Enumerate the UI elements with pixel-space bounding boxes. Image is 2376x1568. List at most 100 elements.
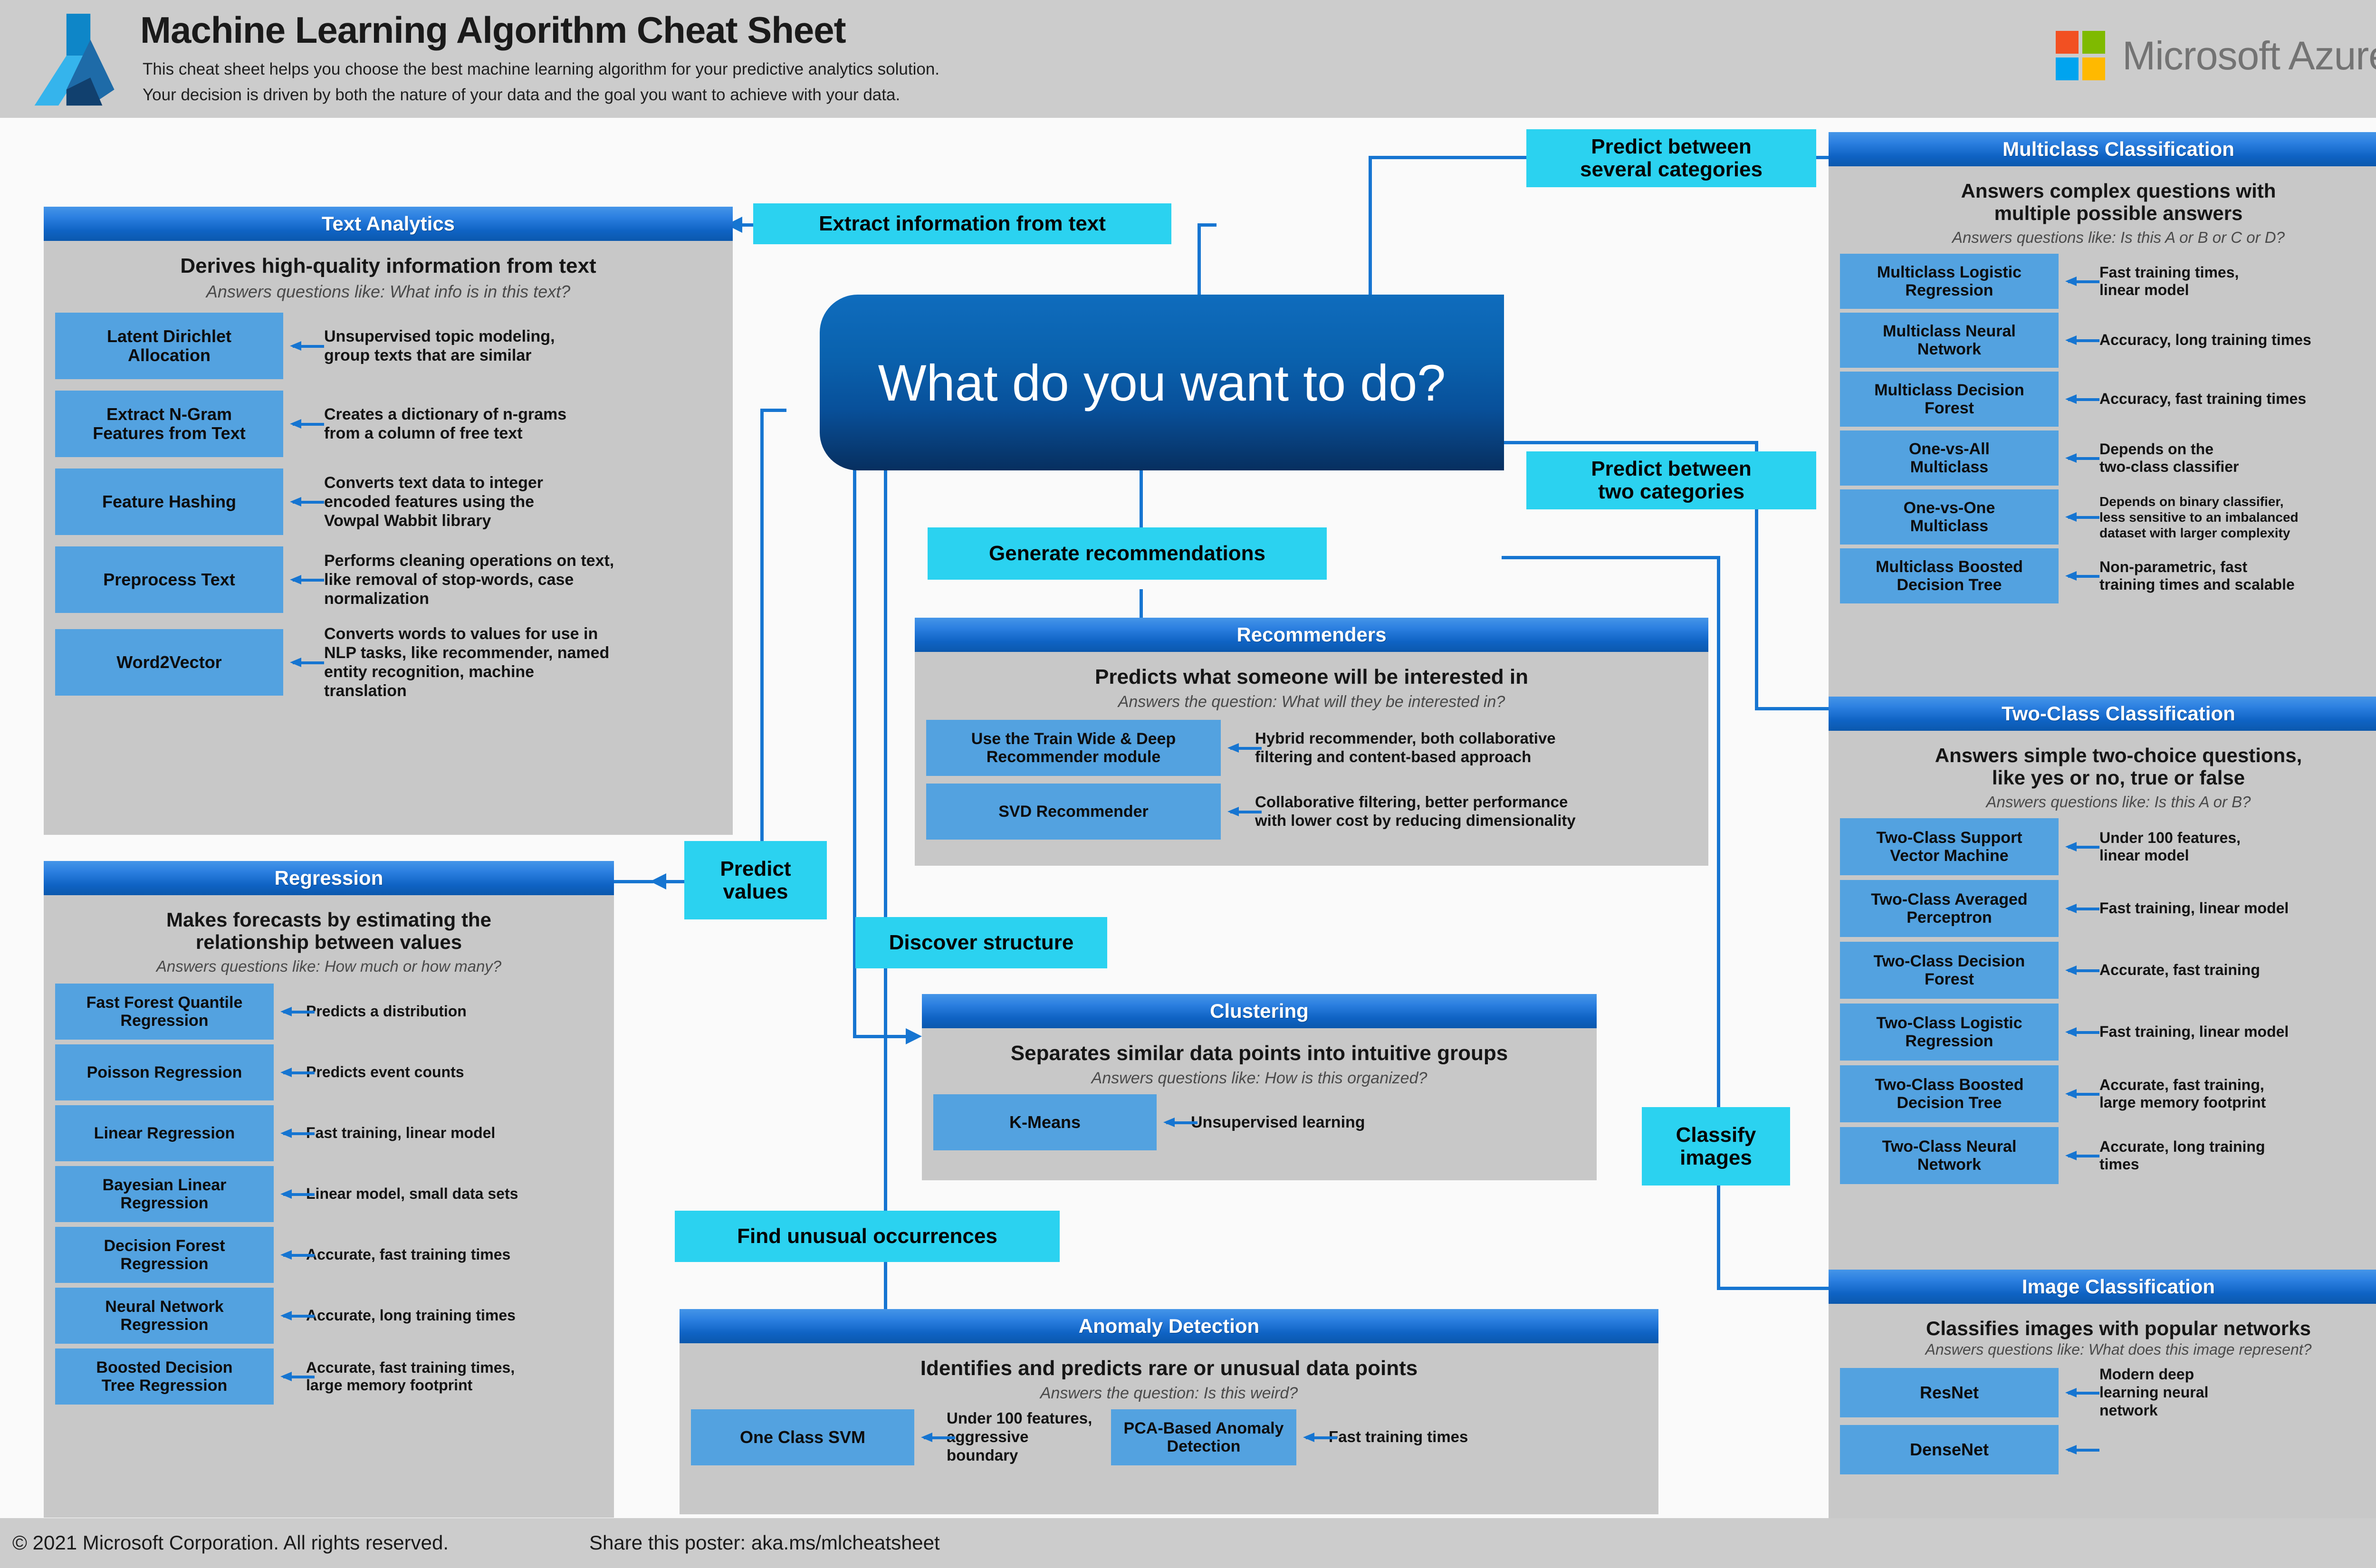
panel-question: Answers questions like: Is this A or B? — [1986, 793, 2251, 811]
algorithm-row: Latent Dirichlet Allocation Unsupervised… — [55, 312, 721, 379]
arrow-icon — [914, 1432, 955, 1443]
panel-lead: Makes forecasts by estimating the relati… — [166, 908, 491, 954]
algorithm-chip[interactable]: Preprocess Text — [55, 546, 283, 613]
algorithm-description: Accurate, fast training, large memory fo… — [2099, 1076, 2266, 1111]
arrow-icon — [2059, 1387, 2099, 1398]
algorithm-row: K-Means Unsupervised learning — [933, 1094, 1585, 1150]
algorithm-chip[interactable]: PCA-Based Anomaly Detection — [1111, 1409, 1296, 1465]
arrow-icon — [274, 1189, 315, 1199]
algorithm-row: Multiclass Boosted Decision Tree Non-par… — [1840, 548, 2376, 604]
algorithm-chip[interactable]: Multiclass Neural Network — [1840, 313, 2059, 368]
panel-lead: Answers simple two-choice questions, lik… — [1935, 744, 2302, 789]
algorithm-chip[interactable]: Two-Class Decision Forest — [1840, 942, 2059, 999]
algorithm-row: Two-Class Neural Network Accurate, long … — [1840, 1127, 2376, 1185]
algorithm-chip[interactable]: Neural Network Regression — [55, 1288, 274, 1344]
algorithm-description: Converts text data to integer encoded fe… — [324, 473, 543, 530]
decision-label: Predict values — [720, 857, 791, 903]
algorithm-chip[interactable]: Multiclass Boosted Decision Tree — [1840, 548, 2059, 604]
algorithm-chip[interactable]: Poisson Regression — [55, 1044, 274, 1101]
decision-predict-between-several-categories[interactable]: Predict between several categories — [1526, 129, 1816, 187]
decision-predict-between-two-categories[interactable]: Predict between two categories — [1526, 451, 1816, 509]
algorithm-chip[interactable]: Fast Forest Quantile Regression — [55, 984, 274, 1040]
arrow-icon — [1221, 806, 1262, 817]
arrow-icon — [2059, 276, 2099, 287]
algorithm-chip[interactable]: K-Means — [933, 1094, 1157, 1150]
panel-anomaly-detection: Anomaly Detection Identifies and predict… — [680, 1309, 1658, 1514]
panel-question: Answers questions like: How much or how … — [156, 957, 502, 975]
panel-recommenders: Recommenders Predicts what someone will … — [915, 618, 1708, 866]
algorithm-chip[interactable]: ResNet — [1840, 1367, 2059, 1417]
algorithm-chip[interactable]: SVD Recommender — [926, 783, 1221, 840]
algorithm-description: Fast training times — [1329, 1428, 1468, 1446]
algorithm-chip[interactable]: Two-Class Neural Network — [1840, 1127, 2059, 1185]
algorithm-row: Fast Forest Quantile Regression Predicts… — [55, 984, 603, 1040]
algorithm-chip[interactable]: Two-Class Support Vector Machine — [1840, 818, 2059, 876]
algorithm-row: Two-Class Decision Forest Accurate, fast… — [1840, 942, 2376, 999]
algorithm-description: Modern deep learning neural network — [2099, 1366, 2209, 1419]
algorithm-chip[interactable]: Two-Class Boosted Decision Tree — [1840, 1065, 2059, 1123]
decision-extract-information-from-text[interactable]: Extract information from text — [753, 203, 1171, 244]
arrow-icon — [2059, 1444, 2099, 1455]
decision-generate-recommendations[interactable]: Generate recommendations — [928, 527, 1327, 580]
algorithm-row: ResNet Modern deep learning neural netwo… — [1840, 1366, 2376, 1419]
page-subtitle-line2: Your decision is driven by both the natu… — [143, 86, 901, 104]
algorithm-chip[interactable]: Linear Regression — [55, 1105, 274, 1162]
algorithm-chip[interactable]: Multiclass Logistic Regression — [1840, 254, 2059, 309]
decision-predict-values[interactable]: Predict values — [684, 841, 827, 919]
page-footer: © 2021 Microsoft Corporation. All rights… — [0, 1518, 2376, 1568]
algorithm-chip[interactable]: One-vs-One Multiclass — [1840, 489, 2059, 545]
decision-label: Discover structure — [889, 931, 1074, 955]
algorithm-chip[interactable]: Use the Train Wide & Deep Recommender mo… — [926, 719, 1221, 776]
arrow-icon — [283, 657, 324, 668]
algorithm-chip[interactable]: Bayesian Linear Regression — [55, 1166, 274, 1223]
algorithm-chip[interactable]: DenseNet — [1840, 1425, 2059, 1475]
algorithm-chip[interactable]: One-vs-All Multiclass — [1840, 430, 2059, 486]
algorithm-description: Accurate, fast training — [2099, 961, 2260, 979]
algorithm-chip[interactable]: Two-Class Logistic Regression — [1840, 1004, 2059, 1061]
algorithm-chip[interactable]: Word2Vector — [55, 629, 283, 696]
algorithm-description: Linear model, small data sets — [306, 1185, 518, 1203]
azure-logo-icon — [34, 13, 115, 106]
algorithm-description: Accurate, long training times — [2099, 1138, 2265, 1173]
algorithm-row: One-vs-All Multiclass Depends on the two… — [1840, 430, 2376, 486]
decision-classify-images[interactable]: Classify images — [1642, 1107, 1790, 1186]
algorithm-row: Feature Hashing Converts text data to in… — [55, 468, 721, 535]
algorithm-row: Preprocess Text Performs cleaning operat… — [55, 546, 721, 613]
algorithm-description: Accuracy, long training times — [2099, 331, 2311, 349]
panel-lead: Predicts what someone will be interested… — [1094, 665, 1528, 688]
algorithm-row: Bayesian Linear Regression Linear model,… — [55, 1166, 603, 1223]
arrow-icon — [274, 1310, 315, 1321]
algorithm-chip[interactable]: Latent Dirichlet Allocation — [55, 312, 283, 379]
arrow-icon — [283, 574, 324, 585]
algorithm-description: Predicts event counts — [306, 1063, 464, 1081]
decision-find-unusual-occurrences[interactable]: Find unusual occurrences — [675, 1211, 1060, 1262]
algorithm-chip[interactable]: Feature Hashing — [55, 468, 283, 535]
decision-label: Generate recommendations — [989, 542, 1265, 565]
panel-question: Answers the question: Is this weird? — [1040, 1384, 1298, 1403]
algorithm-row: SVD Recommender Collaborative filtering,… — [926, 783, 1697, 840]
algorithm-row: Extract N-Gram Features from Text Create… — [55, 390, 721, 457]
algorithm-chip[interactable]: Extract N-Gram Features from Text — [55, 390, 283, 457]
algorithm-row: Multiclass Logistic Regression Fast trai… — [1840, 254, 2376, 309]
share-text: Share this poster: aka.ms/mlcheatsheet — [589, 1531, 940, 1554]
algorithm-description: Accurate, long training times — [306, 1307, 516, 1324]
panel-lead: Derives high-quality information from te… — [180, 254, 596, 277]
algorithm-chip[interactable]: One Class SVM — [691, 1409, 914, 1465]
algorithm-chip[interactable]: Boosted Decision Tree Regression — [55, 1348, 274, 1405]
decision-discover-structure[interactable]: Discover structure — [855, 917, 1107, 968]
algorithm-row: Decision Forest Regression Accurate, fas… — [55, 1227, 603, 1283]
algorithm-description: Collaborative filtering, better performa… — [1255, 793, 1576, 829]
arrow-icon — [283, 419, 324, 429]
algorithm-row: Word2Vector Converts words to values for… — [55, 624, 721, 700]
algorithm-chip[interactable]: Two-Class Averaged Perceptron — [1840, 880, 2059, 937]
algorithm-row: Poisson Regression Predicts event counts — [55, 1044, 603, 1101]
panel-lead: Separates similar data points into intui… — [1010, 1042, 1508, 1065]
algorithm-row: Two-Class Averaged Perceptron Fast train… — [1840, 880, 2376, 937]
panel-two-class-classification: Two-Class Classification Answers simple … — [1829, 697, 2376, 1282]
algorithm-chip[interactable]: Multiclass Decision Forest — [1840, 372, 2059, 427]
arrow-icon — [2059, 965, 2099, 975]
algorithm-description: Unsupervised topic modeling, group texts… — [324, 327, 555, 364]
panel-question: Answers questions like: What does this i… — [1925, 1341, 2312, 1358]
algorithm-chip[interactable]: Decision Forest Regression — [55, 1227, 274, 1283]
page-title: Machine Learning Algorithm Cheat Sheet — [140, 9, 846, 51]
